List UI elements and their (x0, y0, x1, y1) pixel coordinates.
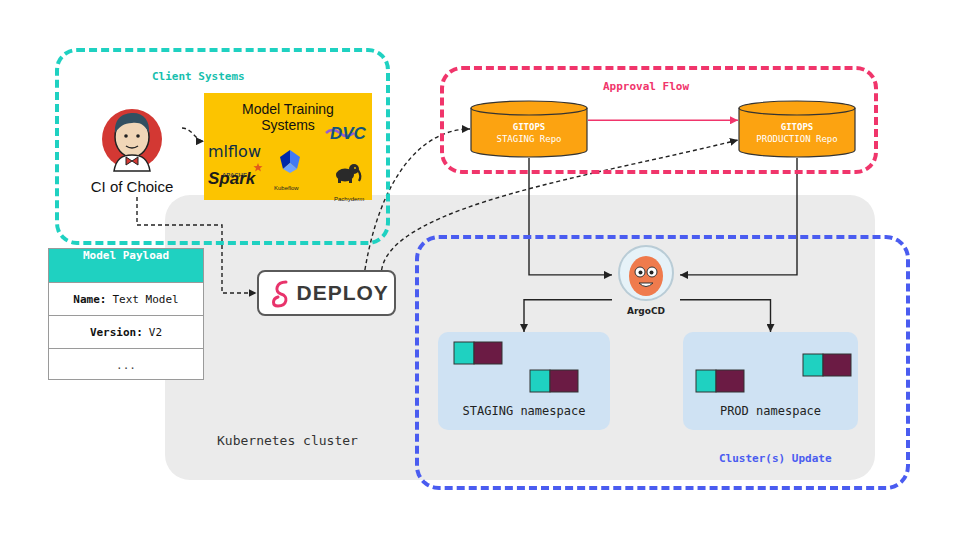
connector (680, 158, 797, 275)
group-box: Approval FlowGITOPSSTAGING RepoGITOPSPRO… (440, 66, 878, 174)
logo-text: Pachyderm (334, 196, 364, 202)
repo-cylinder: GITOPSSTAGING Repo (470, 100, 588, 158)
label-slot: Pachyderm (334, 187, 364, 205)
node-label: ArgoCD (627, 306, 665, 316)
node-label: GITOPS (781, 121, 814, 133)
node-label: Cluster(s) Update (719, 452, 832, 465)
argocd-node: ArgoCD (612, 245, 680, 318)
ci-tool: CI of Choice (82, 105, 182, 197)
table-cell: ... (116, 359, 136, 372)
table-cell: Text Model (112, 293, 178, 306)
group-box: Cluster(s) Update ArgoCD STAGING namespa… (415, 235, 910, 490)
connector (382, 140, 738, 270)
pod-icons (438, 332, 610, 398)
table-row: Name: Text Model (49, 282, 203, 315)
table-row: Version: V2 (49, 315, 203, 348)
node-label: DEPLOY (297, 281, 389, 305)
label-slot: mlflow (208, 142, 261, 161)
logo-text: Kubeflow (274, 185, 299, 191)
payload-table: Model PayloadName: Text ModelVersion: V2..… (48, 248, 204, 380)
table-cell: V2 (149, 326, 162, 339)
table-cell: Name: (73, 293, 106, 306)
connector (529, 158, 612, 275)
jenkins-logo (100, 105, 164, 173)
argocd-logo (618, 245, 674, 301)
namespace-box: PROD namespace (683, 332, 858, 430)
node-label: Kubernetes cluster (217, 433, 358, 448)
node-label: STAGING namespace (463, 404, 586, 418)
logo-text: mlflow (208, 142, 261, 161)
repo-cylinder: GITOPSPRODUCTION Repo (738, 100, 856, 158)
logo-text: Spark (208, 169, 255, 188)
connector (680, 300, 771, 332)
node-label: Approval Flow (603, 80, 689, 93)
pod-icons (683, 332, 858, 398)
node-label: PROD namespace (720, 404, 821, 418)
deploy-box: DEPLOY (257, 270, 396, 316)
node-label: Client Systems (152, 70, 245, 83)
node-label: CI of Choice (91, 178, 174, 195)
table-cell: Version: (90, 326, 143, 339)
logo-text: DVC (330, 124, 366, 143)
connector (588, 120, 738, 121)
deploy-logo (268, 279, 294, 309)
table-row: ... (49, 348, 203, 381)
node-label: STAGING Repo (496, 133, 561, 145)
node-label: PRODUCTION Repo (756, 133, 837, 145)
label-slot: DVC (330, 124, 366, 144)
label-slot: Spark (208, 169, 255, 189)
namespace-box: STAGING namespace (438, 332, 610, 430)
connector (524, 300, 612, 332)
table-header: Model Payload (49, 249, 203, 282)
node-label: GITOPS (513, 121, 546, 133)
label-slot: Kubeflow (274, 176, 299, 194)
connector (182, 128, 204, 141)
